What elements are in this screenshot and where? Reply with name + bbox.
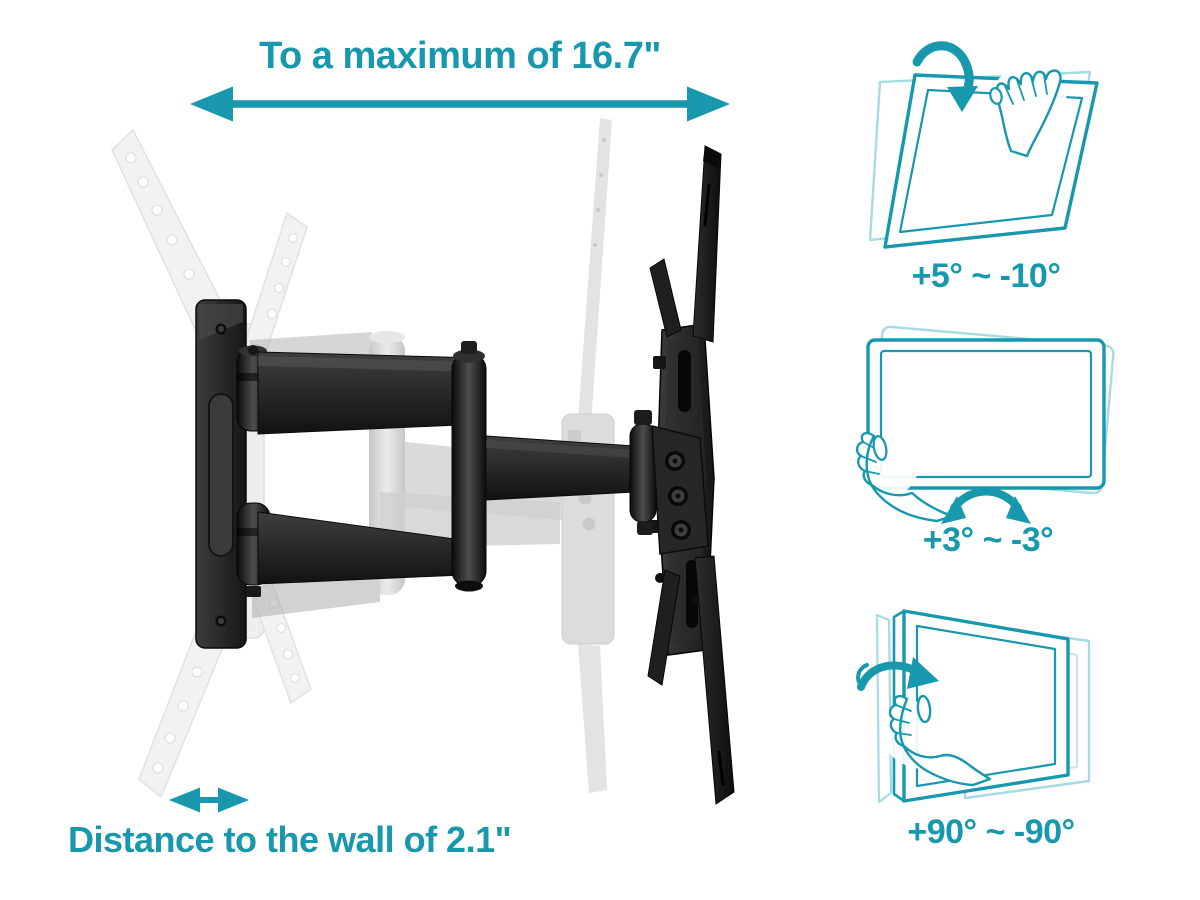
- elbow-joint: [451, 341, 487, 592]
- ghost-vesa-strip-bottom: [578, 644, 607, 793]
- level-range-label: +3° ~ -3°: [922, 521, 1054, 559]
- curved-tilt-arrow-icon: [912, 41, 978, 112]
- hand-icon: [883, 694, 992, 787]
- tilt-adjust-screws: [665, 451, 691, 540]
- arrow-head-left-icon: [190, 86, 233, 122]
- vesa-arm-top-short: [649, 258, 682, 338]
- tilt-head: [629, 410, 709, 555]
- ghost-tv-edge-outline: [875, 613, 893, 804]
- ghost-arm-upper-right: [245, 211, 308, 354]
- max-extension-arrow: [190, 86, 730, 122]
- swivel-figure: [856, 609, 1091, 804]
- wall-plate-slot: [208, 393, 234, 557]
- wall-distance-arrow: [169, 787, 249, 813]
- hand-icon: [988, 64, 1068, 158]
- vesa-arm-bottom-long: [694, 555, 735, 805]
- arrow-head-right-icon: [687, 86, 730, 122]
- articulating-arm: [257, 341, 635, 592]
- ghost-vesa-strip-top: [578, 118, 612, 424]
- tilt-figure: [868, 41, 1099, 249]
- level-figure: [846, 325, 1115, 524]
- arrow-head-left-icon: [169, 787, 200, 813]
- vesa-tv-bracket: [647, 145, 735, 805]
- hand-icon: [846, 431, 954, 523]
- curved-rotation-arrow-icon: [941, 487, 1031, 524]
- wall-distance-label: Distance to the wall of 2.1": [68, 819, 512, 860]
- vesa-arm-bottom-short: [647, 569, 681, 686]
- tilt-range-label: +5° ~ -10°: [911, 257, 1061, 295]
- swivel-range-label: +90° ~ -90°: [907, 813, 1075, 851]
- arrow-head-right-icon: [218, 787, 249, 813]
- vesa-arm-top-long: [692, 145, 722, 343]
- curved-swivel-arrow-icon: [856, 657, 939, 691]
- max-extension-label: To a maximum of 16.7": [259, 35, 661, 77]
